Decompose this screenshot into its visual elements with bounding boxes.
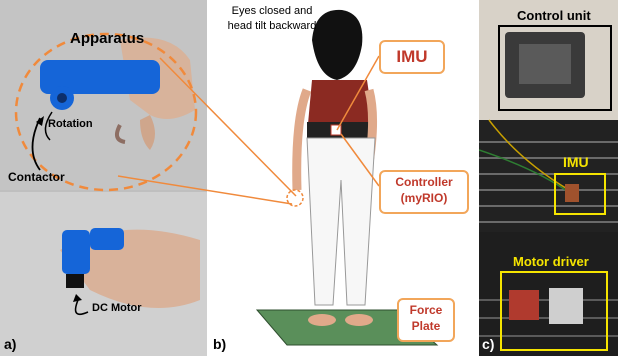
rotation-axle [57,93,67,103]
apparatus-title: Apparatus [70,30,144,47]
imu-callout: IMU [379,40,445,74]
dc-motor [66,274,84,288]
panel-c: Control unit IMU Motor driver c) [479,0,618,356]
controller-line2: (myRIO) [381,190,467,206]
rotation-label: Rotation [48,118,93,130]
panel-a-label: a) [4,336,16,352]
motor-housing-top [90,228,124,250]
panel-c-drawing [479,0,618,356]
controller-callout: Controller (myRIO) [379,170,469,214]
imu-photo-label: IMU [563,154,589,170]
control-unit-board [519,44,571,84]
right-foot [345,314,373,326]
imu-sensor [565,184,579,202]
eyes-note-line1: Eyes closed and [207,4,337,19]
contactor-label: Contactor [8,170,65,184]
hand-dashed-circle [287,190,303,206]
dc-motor-label: DC Motor [92,302,142,314]
left-arm [297,90,307,190]
eyes-closed-note: Eyes closed and head tilt backward [207,4,337,34]
panel-b: Eyes closed and head tilt backward IMU C… [207,0,477,356]
left-foot [308,314,336,326]
controller-line1: Controller [381,174,467,190]
force-line2: Plate [399,318,453,334]
motor-driver-label: Motor driver [513,254,589,269]
pants [307,138,375,305]
panel-b-label: b) [213,336,226,352]
motor-driver-board [509,290,539,320]
force-line1: Force [399,302,453,318]
motor-driver-module [549,288,583,324]
motor-driver-photo [479,232,618,356]
panel-a: Apparatus Rotation Contactor DC Motor a) [0,0,207,356]
eyes-note-line2: head tilt backward [207,19,337,34]
motor-housing [62,230,90,274]
control-unit-label: Control unit [517,8,591,23]
force-plate-callout: Force Plate [397,298,455,342]
panel-c-label: c) [482,336,494,352]
